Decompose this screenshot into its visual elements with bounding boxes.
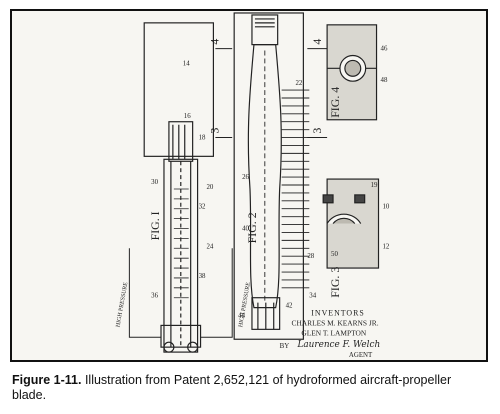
inventor-2: GLEN T. LAMPTON [301,328,366,337]
part-number: 40 [242,225,249,232]
part-number: 18 [199,135,206,142]
fig3-label: FIG. 3 [328,267,342,298]
pressure-label-right: HIGH PRESSURE [238,281,252,327]
part-number: 46 [380,46,387,53]
patent-figure-frame: FIG. I HIGH PRESSURE HIGH PRESSURE 14 16… [10,9,488,362]
part-number: 14 [183,60,190,67]
part-number: 28 [307,253,314,260]
part-number: 36 [151,293,158,300]
part-number: 48 [380,77,387,84]
part-number: 44 [238,312,245,319]
fig4-label: FIG. 4 [328,87,342,118]
part-number: 30 [151,179,158,186]
fig4-drawing [326,24,378,121]
section-mark-4-right: 4 [310,39,324,45]
part-number: 20 [206,184,213,191]
part-number: 42 [286,303,293,310]
figure-caption: Figure 1-11. Illustration from Patent 2,… [12,373,488,403]
inventor-1: CHARLES M. KEARNS JR. [292,318,379,327]
fig2-blade-outline [247,44,282,309]
part-number: 24 [206,243,213,250]
fig1-drawing [128,22,233,353]
agent-signature: Laurence F. Welch [296,340,380,350]
pressure-label-left: HIGH PRESSURE [116,281,130,327]
section-mark-4-left: 4 [207,39,221,45]
caption-number: Figure 1-11. [12,373,82,387]
fig2-die [233,12,304,340]
fig2-label: FIG. 2 [245,212,259,243]
agent-label: AGENT [349,352,373,359]
part-number: 26 [242,174,249,181]
fig2-drawing [233,12,310,340]
part-number: 34 [309,293,316,300]
patent-drawing: FIG. I HIGH PRESSURE HIGH PRESSURE 14 16… [12,11,486,360]
part-number: 16 [184,113,191,120]
section-mark-3-right: 3 [310,128,324,134]
fig3-drawing [322,178,380,269]
part-number: 50 [331,251,338,258]
fig1-label: FIG. I [148,211,162,240]
part-number: 10 [382,204,389,211]
section-mark-3-left: 3 [207,128,221,134]
inventors-heading: INVENTORS [311,309,364,318]
caption-text: Illustration from Patent 2,652,121 of hy… [12,373,452,402]
part-number: 32 [199,204,206,211]
by-label: BY [280,343,290,350]
part-number: 22 [295,80,302,87]
part-number: 12 [382,243,389,250]
fig1-blade-tube [163,158,199,353]
part-number: 38 [199,273,206,280]
part-number: 19 [371,182,378,189]
